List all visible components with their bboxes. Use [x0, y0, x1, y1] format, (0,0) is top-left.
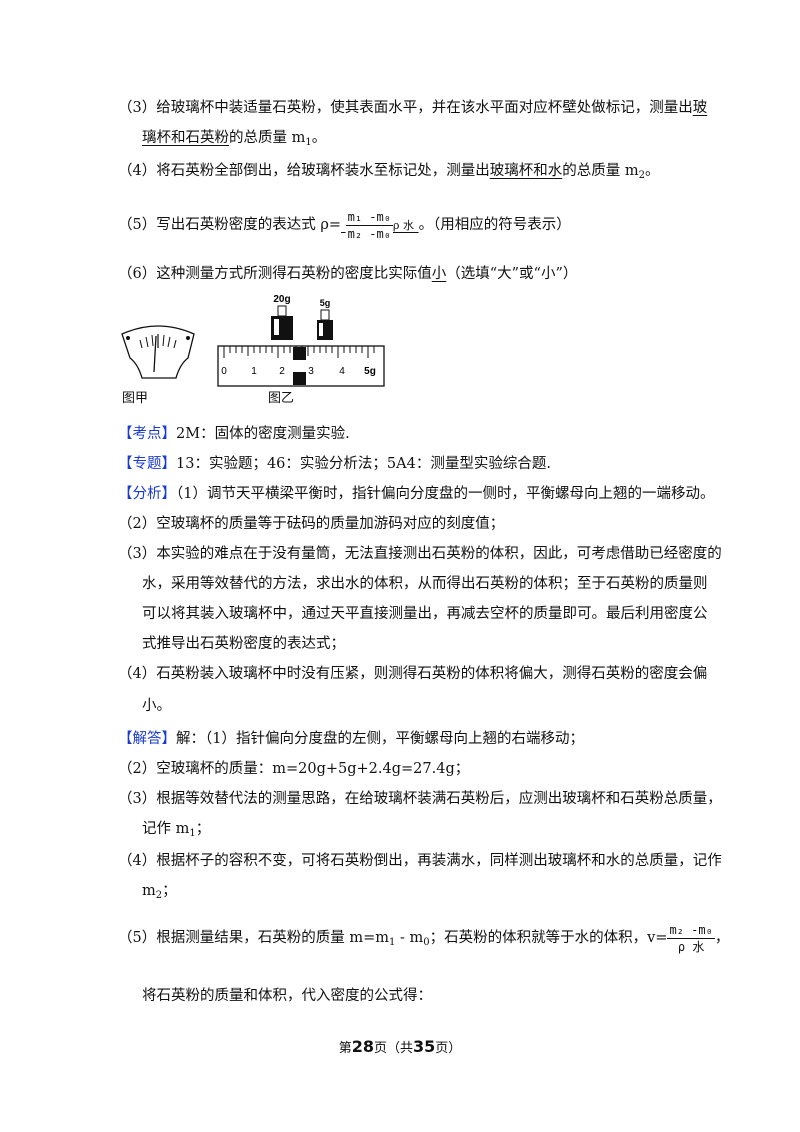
fenxi-line-3: （3）本实验的难点在于没有量筒，无法直接测出石英粉的体积，因此，可考虑借助已经密… [118, 546, 722, 562]
q3-answer-blank-cont: 璃杯和石英粉 [142, 130, 229, 146]
q3-answer-blank: 玻 [692, 100, 708, 116]
kaodian-tag: 【考点】 [118, 426, 176, 442]
jieda-line-3: （3）根据等效替代法的测量思路，在给玻璃杯装满石英粉后，应测出玻璃杯和石英粉总质… [118, 791, 722, 807]
tick-label: 0 [221, 366, 227, 377]
balance-figure: 0 1 2 3 4 5g 20g 5g [121, 294, 385, 387]
page-total: 35 [413, 1037, 436, 1056]
jieda-line-1: 【解答】解：（1）指针偏向分度盘的左侧，平衡螺母向上翘的右端移动； [118, 731, 584, 747]
page-number: 28 [351, 1037, 374, 1056]
tick-label: 2 [279, 366, 285, 377]
balance-pointer-dial [121, 325, 195, 379]
q6-answer-blank: 小 [431, 266, 447, 282]
fenxi-line-7: （4）石英粉装入玻璃杯中时没有压紧，则测得石英粉的体积将偏大，测得石英粉的密度会… [118, 666, 708, 682]
jieda-line-2: （2）空玻璃杯的质量：m=20g+5g+2.4g=27.4g； [118, 761, 470, 777]
fenxi-tag: 【分析】 [118, 486, 176, 502]
fenxi-line-5: 可以将其装入玻璃杯中，通过天平直接测量出，再减去空杯的质量即可。最后利用密度公 [142, 606, 708, 622]
fenxi-line-4: 水，采用等效替代的方法，求出水的体积，从而得出石英粉的体积；至于石英粉的质量则 [142, 576, 708, 592]
fenxi-line-2: （2）空玻璃杯的质量等于砝码的质量加游码对应的刻度值； [118, 516, 505, 532]
figure: 0 1 2 3 4 5g 20g 5g [118, 292, 398, 412]
rider-lower [293, 372, 306, 385]
zhuanti-tag: 【专题】 [118, 456, 176, 472]
fenxi-line-6: 式推导出石英粉密度的表达式； [142, 636, 345, 652]
weight-20g-label: 20g [273, 294, 290, 305]
q3-line1: （3）给玻璃杯中装适量石英粉，使其表面水平，并在该水平面对应杯壁处做标记，测量出… [118, 100, 708, 116]
tick-label: 4 [339, 366, 345, 377]
weight-5g-icon: 5g [317, 298, 333, 340]
weight-5g-label: 5g [320, 298, 331, 308]
jieda-line-6: m2； [142, 883, 177, 901]
rider-upper [293, 347, 306, 360]
jieda-line-8: 将石英粉的质量和体积，代入密度的公式得： [142, 988, 432, 1004]
page-footer: 第28页（共35页） [338, 1037, 462, 1056]
q4-answer-blank: 玻璃杯和水 [489, 163, 563, 179]
kaodian-line: 【考点】2M：固体的密度测量实验. [118, 426, 350, 442]
q4-line: （4）将石英粉全部倒出，给玻璃杯装水至标记处，测量出玻璃杯和水的总质量 m2。 [118, 163, 660, 181]
zhuanti-line: 【专题】13：实验题；46：实验分析法；5A4：测量型实验综合题. [118, 456, 551, 472]
tick-label: 3 [308, 366, 314, 377]
caption-figure-b: 图乙 [268, 391, 295, 406]
beam-ruler: 0 1 2 3 4 5g [217, 345, 385, 387]
jieda-line-4: 记作 m1； [142, 821, 211, 839]
fenxi-line-1: 【分析】（1）调节天平横梁平衡时，指针偏向分度盘的一侧时，平衡螺母向上翘的一端移… [118, 486, 715, 502]
q6-line: （6）这种测量方式所测得石英粉的密度比实际值小（选填“大”或“小”） [118, 266, 578, 282]
fenxi-line-8: 小。 [142, 698, 171, 714]
tick-label: 1 [251, 366, 257, 377]
jieda-line-7: （5）根据测量结果，石英粉的质量 m=m1 - m0；石英粉的体积就等于水的体积… [118, 922, 730, 954]
tick-label: 5g [364, 366, 376, 377]
weight-20g-icon: 20g [271, 294, 293, 340]
q3-line2: 璃杯和石英粉的总质量 m1。 [142, 130, 327, 148]
jieda-line-5: （4）根据杯子的容积不变，可将石英粉倒出，再装满水，同样测出玻璃杯和水的总质量，… [118, 853, 722, 869]
caption-figure-a: 图甲 [122, 391, 149, 406]
jieda-tag: 【解答】 [118, 731, 176, 747]
